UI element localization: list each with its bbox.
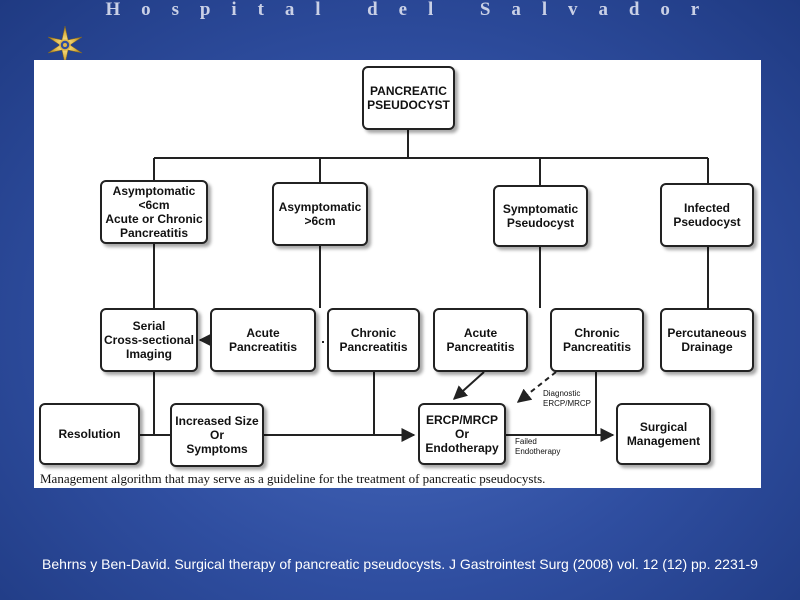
header-title-letter xyxy=(341,0,346,21)
node-symptomatic-pseudocyst: Symptomatic Pseudocyst xyxy=(493,185,588,247)
node-serial-imaging: Serial Cross-sectional Imaging xyxy=(100,308,198,372)
header-title-letter: a xyxy=(598,0,608,20)
citation-text: Behrns y Ben-David. Surgical therapy of … xyxy=(42,556,758,572)
node-percutaneous-drainage: Percutaneous Drainage xyxy=(660,308,754,372)
header-title-letter: d xyxy=(628,0,640,20)
header-title-letter: S xyxy=(479,0,491,20)
header-title-letter: H xyxy=(105,0,121,20)
edge-label-diagnostic: Diagnostic ERCP/MRCP xyxy=(543,389,592,408)
header-title-letter: p xyxy=(199,0,211,20)
header-title-letter: v xyxy=(568,0,578,20)
header-title-letter: l xyxy=(428,0,434,20)
node-acute-pancreatitis-2: Acute Pancreatitis xyxy=(433,308,528,372)
node-increased-size: Increased Size Or Symptoms xyxy=(170,403,264,467)
hospital-logo-icon xyxy=(47,25,83,65)
header-title-letter: l xyxy=(315,0,321,20)
header-title-letter xyxy=(454,0,459,21)
node-chronic-pancreatitis-2: Chronic Pancreatitis xyxy=(550,308,644,372)
header-title-letter: s xyxy=(171,0,179,20)
node-resolution: Resolution xyxy=(39,403,140,465)
header-title-letter: i xyxy=(231,0,237,20)
header-title-letter: d xyxy=(367,0,378,20)
header-title-letter: t xyxy=(257,0,264,20)
header-title-letter: o xyxy=(141,0,151,20)
node-infected-pseudocyst: Infected Pseudocyst xyxy=(660,183,754,247)
header-title-letter: o xyxy=(660,0,670,20)
node-pancreatic-pseudocyst: PANCREATIC PSEUDOCYST xyxy=(362,66,455,130)
connector-lines xyxy=(140,130,709,442)
node-ercp-endotherapy: ERCP/MRCP Or Endotherapy xyxy=(418,403,506,465)
node-asymptomatic-large: Asymptomatic >6cm xyxy=(272,182,368,246)
header-title-letter: e xyxy=(398,0,408,20)
edge-label-failed: Failed Endotherapy xyxy=(515,437,561,456)
node-surgical-management: Surgical Management xyxy=(616,403,711,465)
diagram-caption: Management algorithm that may serve as a… xyxy=(40,471,546,486)
node-asymptomatic-small: Asymptomatic <6cm Acute or Chronic Pancr… xyxy=(100,180,208,244)
diagram-panel: PANCREATIC PSEUDOCYST Asymptomatic <6cm … xyxy=(34,60,761,488)
header-title-letter: a xyxy=(511,0,521,20)
header-title-letter: a xyxy=(284,0,295,20)
header-title-letter: r xyxy=(690,0,700,20)
node-chronic-pancreatitis-1: Chronic Pancreatitis xyxy=(327,308,420,372)
header-title-letter: l xyxy=(541,0,548,20)
node-acute-pancreatitis-1: Acute Pancreatitis xyxy=(210,308,316,372)
